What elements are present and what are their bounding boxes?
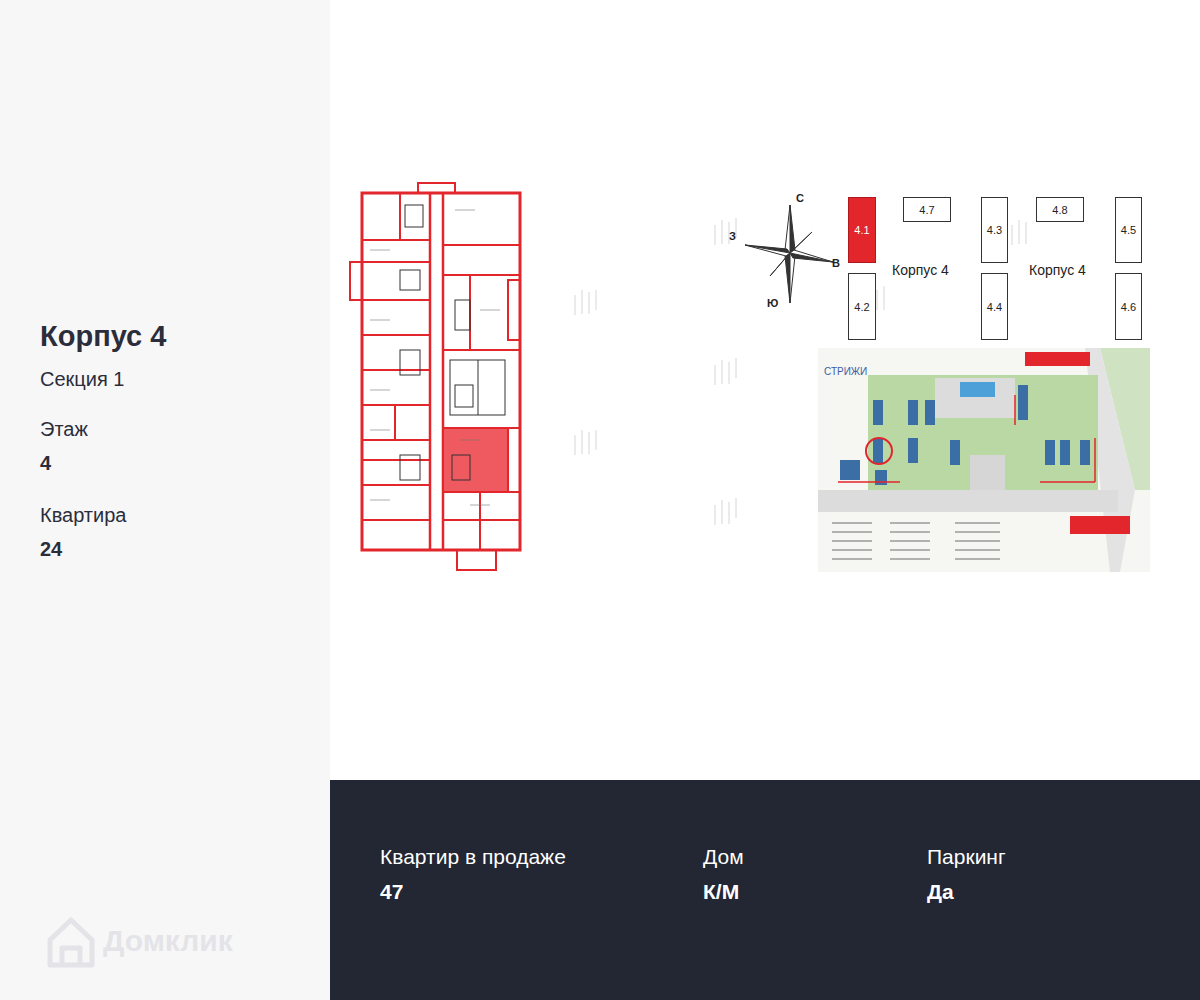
compass-letter: С: [796, 192, 804, 205]
compass-letter: Ю: [767, 297, 778, 310]
field-label: Этаж: [40, 418, 88, 441]
building-number: 4.5: [1121, 224, 1136, 236]
stat-value: 47: [380, 880, 403, 904]
building-block: 4.4: [981, 273, 1008, 340]
building-block: 4.8: [1036, 197, 1084, 222]
section-name: Секция 1: [40, 368, 124, 391]
field-label: Квартира: [40, 504, 126, 527]
compass-letter: В: [832, 257, 840, 270]
building-number: 4.4: [987, 301, 1002, 313]
building-number: 4.1: [854, 224, 869, 236]
building-block: 4.6: [1115, 273, 1142, 340]
field-value: 4: [40, 452, 51, 475]
stat-value: Да: [927, 880, 954, 904]
field-value: 24: [40, 538, 62, 561]
building-block: 4.1: [848, 197, 876, 263]
stat-label: Паркинг: [927, 845, 1006, 869]
compass-letter: З: [729, 230, 736, 243]
building-number: 4.3: [987, 224, 1002, 236]
building-block: 4.2: [848, 273, 876, 340]
stats-bar: [330, 780, 1200, 1000]
building-block: 4.3: [981, 197, 1008, 263]
stat-label: Дом: [703, 845, 744, 869]
building-number: 4.6: [1121, 301, 1136, 313]
building-number: 4.8: [1052, 204, 1067, 216]
complex-logo: СТРИЖИ: [824, 366, 867, 378]
building-block: 4.7: [903, 197, 951, 222]
building-group: Корпус 4: [1029, 262, 1086, 278]
info-panel: [0, 0, 330, 1000]
building-block: 4.5: [1115, 197, 1142, 263]
building-group: Корпус 4: [892, 262, 949, 278]
stat-value: К/М: [703, 880, 739, 904]
stat-label: Квартир в продаже: [380, 845, 566, 869]
building-number: 4.7: [919, 204, 934, 216]
watermark: Домклик: [103, 924, 233, 959]
page-title: Корпус 4: [40, 320, 166, 353]
building-number: 4.2: [854, 301, 869, 313]
